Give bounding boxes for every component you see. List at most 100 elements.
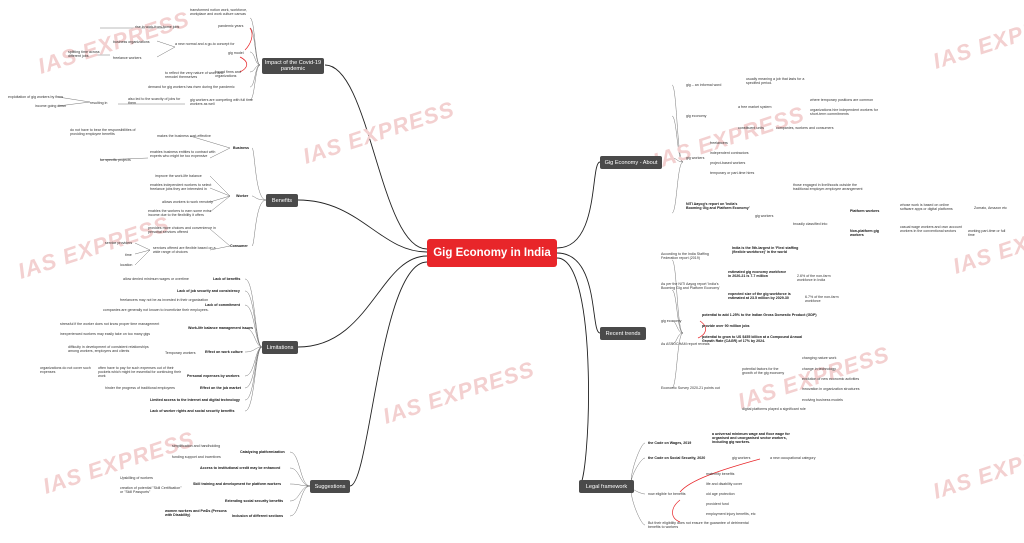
node: services offered are flexible based on a… xyxy=(153,246,216,255)
node-worker: Worker xyxy=(236,194,249,198)
node: funding support and incentives xyxy=(172,455,221,459)
node: gig workers xyxy=(755,214,774,218)
node: Skill training and development for platf… xyxy=(193,482,282,486)
node: temporary or part-time hires xyxy=(710,171,755,175)
node: gig – an informal word xyxy=(686,83,722,87)
node: where temporary positions are common xyxy=(810,98,874,102)
node: simplification and handholding xyxy=(172,444,221,448)
node: Catalyzing platformization xyxy=(240,450,285,454)
node: According to the India Staffing Federati… xyxy=(661,252,709,261)
node: As ASSOCHAM report reveals xyxy=(661,342,710,346)
node: 2.6% of the non-farm workforce in India xyxy=(797,274,831,283)
node: expected size of the gig workforce is es… xyxy=(728,292,791,301)
node: gig economy xyxy=(661,319,682,323)
node: business organizations xyxy=(113,40,150,44)
node: Lack of commitment xyxy=(205,303,240,307)
node: working part-time or full time xyxy=(968,229,1006,238)
node: whose work is based on online software a… xyxy=(900,203,953,212)
node: now eligible for benefits xyxy=(648,492,686,496)
node: pandemic years xyxy=(218,24,244,28)
node: the Code on Wages, 2019 xyxy=(648,441,692,445)
node: provident fund xyxy=(706,502,729,506)
node: changing nature work xyxy=(802,356,837,360)
node: rise in work-from-home jobs xyxy=(135,25,180,29)
branch-benefits[interactable]: Benefits xyxy=(266,194,298,207)
node: Lack of job security and consistency xyxy=(177,289,240,293)
node: potential factors for the growth of the … xyxy=(742,367,785,376)
branch-trends[interactable]: Recent trends xyxy=(600,327,646,340)
node: usually meaning a job that lasts for a s… xyxy=(746,77,805,86)
node: evolution of new economic activities xyxy=(802,377,860,381)
node: Inclusion of different sections xyxy=(232,514,284,518)
branch-legal[interactable]: Legal framework xyxy=(579,480,634,493)
node: independent contractors xyxy=(710,151,749,155)
node: project-based workers xyxy=(710,161,746,165)
node: a free market system xyxy=(738,105,772,109)
node: allows workers to work remotely xyxy=(162,200,213,204)
node: a new occupational category xyxy=(770,456,816,460)
node: income going down xyxy=(35,104,66,108)
node: often have to pay for such expenses out … xyxy=(98,366,182,379)
node: Work-life balance management issues xyxy=(188,326,254,330)
node: hinder the progress of traditional emplo… xyxy=(105,386,175,390)
node: Effect on work culture xyxy=(205,350,243,354)
node: exploitation of gig workers by firms xyxy=(8,95,64,99)
branch-covid[interactable]: Impact of the Covid-19 pandemic xyxy=(262,58,324,74)
node: innovation in organization structures xyxy=(802,387,860,391)
node: Upskilling of workers xyxy=(120,476,153,480)
node: gig workers xyxy=(686,156,705,160)
node: provide over 90 million jobs xyxy=(702,324,750,328)
node: service providers xyxy=(105,241,133,245)
node: creation of potential "Skill Certificati… xyxy=(120,486,182,495)
node: organizations do not cover such expenses xyxy=(40,366,91,375)
node: a universal minimum wage and floor wage … xyxy=(712,432,790,445)
node: do not have to bear the responsibilities… xyxy=(70,128,136,137)
node: evolving business models xyxy=(802,398,843,402)
node: women workers and PwDs (Persons with Dis… xyxy=(165,509,227,518)
node: 6.7% of the non-farm workforce xyxy=(805,295,839,304)
branch-limitations[interactable]: Limitations xyxy=(262,341,298,354)
node: India is the 5th-largest in 'Flexi staff… xyxy=(732,246,799,255)
node: makes the business cost-effective xyxy=(157,134,211,138)
node: time xyxy=(125,253,132,257)
node: gig workers xyxy=(732,456,751,460)
node: old age protection xyxy=(706,492,735,496)
node: NITI Aayog's report on 'India's Booming … xyxy=(686,202,750,211)
node: those engaged in livelihoods outside the… xyxy=(793,183,863,192)
node: constituent units xyxy=(738,126,764,130)
node: enables the workers to earn some extra i… xyxy=(148,209,212,218)
node: to reflect the very nature of work and r… xyxy=(165,71,224,80)
node: companies, workers and consumers xyxy=(776,126,834,130)
node: Personal expenses by workers xyxy=(187,374,240,378)
node: splitting time across different jobs xyxy=(68,50,100,59)
node: casual wage workers and own account work… xyxy=(900,225,962,234)
node: location xyxy=(120,263,133,267)
node: digital platforms played a significant r… xyxy=(742,407,806,411)
node: potential to add 1.25% to the Indian Gro… xyxy=(702,313,817,317)
node: Temporary workers xyxy=(165,351,196,355)
node: resulting in xyxy=(90,101,108,105)
node: As per the NITI Aayog report 'India's Bo… xyxy=(661,282,720,291)
node: inexperienced workers may easily take on… xyxy=(60,332,151,336)
node: a new normal and a go-to concept for xyxy=(175,42,235,46)
node: provides more choices and convenience in… xyxy=(148,226,216,235)
branch-about[interactable]: Gig Economy - About xyxy=(600,156,662,169)
branch-suggestions[interactable]: Suggestions xyxy=(310,480,350,493)
node: Non-platform gig workers xyxy=(850,229,879,238)
node: Zomato, Amazon etc xyxy=(974,206,1007,210)
node: life and disability cover xyxy=(706,482,743,486)
node: Access to institutional credit may be en… xyxy=(200,466,281,470)
node: Platform workers xyxy=(850,209,880,213)
node: enables independent workers to select fr… xyxy=(150,183,212,192)
node-business: Business xyxy=(233,146,249,150)
node: freelancers may not be as invested in th… xyxy=(120,298,209,302)
central-topic[interactable]: Gig Economy in India xyxy=(427,239,557,267)
node: forced firms and organizations xyxy=(215,70,241,79)
node: change in technology xyxy=(802,367,836,371)
node: Limited access to the Internet and digit… xyxy=(150,398,240,402)
node: maternity benefits xyxy=(706,472,735,476)
node: Extending social security benefits xyxy=(225,499,284,503)
node: Lack of benefits xyxy=(213,277,241,281)
